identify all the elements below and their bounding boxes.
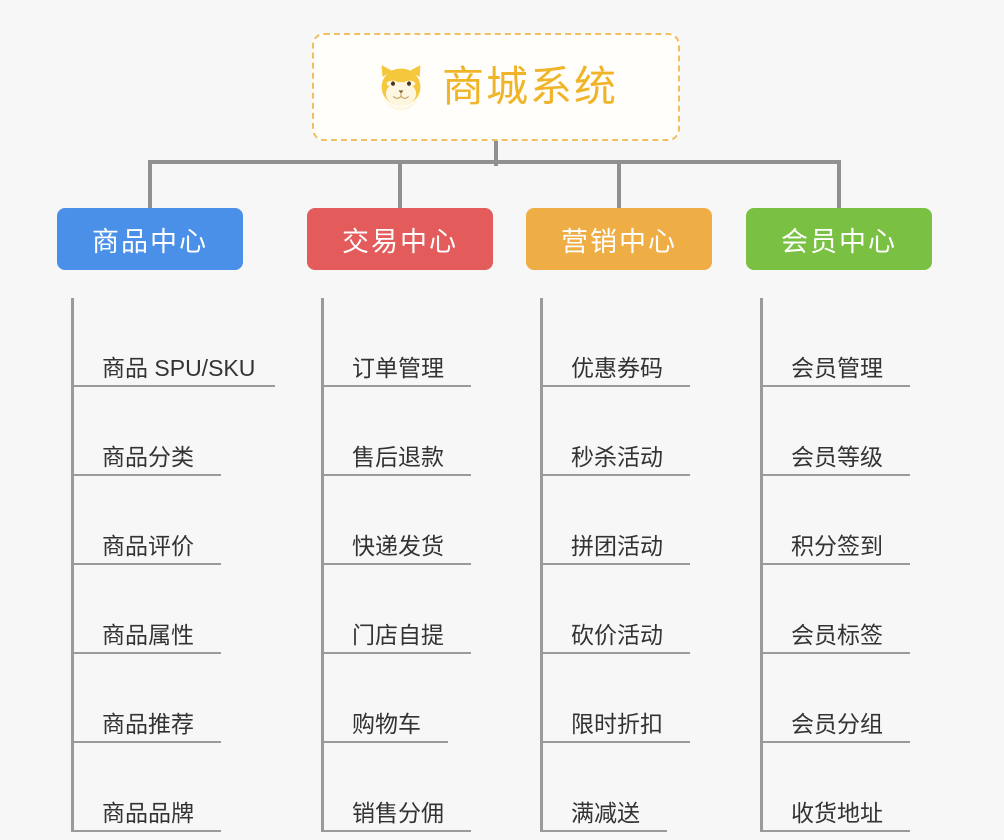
leaf-underline	[760, 563, 910, 565]
leaf-item[interactable]: 会员分组	[746, 654, 932, 743]
leaf-label: 售后退款	[352, 443, 444, 470]
leaf-label: 商品分类	[102, 443, 194, 470]
leaf-label: 订单管理	[352, 354, 444, 381]
leaf-underline	[321, 385, 471, 387]
leaf-label: 购物车	[352, 710, 421, 737]
leaf-label: 积分签到	[791, 532, 883, 559]
leaf-item[interactable]: 商品推荐	[57, 654, 243, 743]
leaf-label: 门店自提	[352, 621, 444, 648]
leaf-label: 快递发货	[352, 532, 444, 559]
category-column-2: 交易中心 订单管理 售后退款 快递发货 门店自提 购物车	[307, 208, 493, 832]
category-header-3[interactable]: 营销中心	[526, 208, 712, 270]
leaf-underline	[321, 741, 448, 743]
leaf-item[interactable]: 订单管理	[307, 298, 493, 387]
leaf-label: 会员等级	[791, 443, 883, 470]
leaf-list-4: 会员管理 会员等级 积分签到 会员标签 会员分组 收货地址	[746, 298, 932, 832]
category-column-1: 商品中心 商品 SPU/SKU 商品分类 商品评价 商品属性 商品推荐	[57, 208, 275, 832]
leaf-underline	[540, 474, 690, 476]
category-header-2[interactable]: 交易中心	[307, 208, 493, 270]
leaf-underline	[71, 385, 275, 387]
leaf-label: 砍价活动	[571, 621, 663, 648]
leaf-item[interactable]: 满减送	[526, 743, 712, 832]
leaf-underline	[540, 830, 667, 832]
leaf-item[interactable]: 会员标签	[746, 565, 932, 654]
leaf-label: 优惠券码	[571, 354, 663, 381]
leaf-item[interactable]: 商品分类	[57, 387, 243, 476]
leaf-underline	[71, 652, 221, 654]
leaf-underline	[540, 385, 690, 387]
leaf-underline	[760, 830, 910, 832]
root-node[interactable]: 商城系统	[312, 33, 680, 141]
leaf-label: 会员标签	[791, 621, 883, 648]
connector-horizontal-bar	[148, 160, 841, 164]
leaf-underline	[760, 385, 910, 387]
leaf-item[interactable]: 积分签到	[746, 476, 932, 565]
leaf-label: 商品 SPU/SKU	[102, 354, 256, 381]
leaf-label: 限时折扣	[571, 710, 663, 737]
leaf-label: 拼团活动	[571, 532, 663, 559]
leaf-underline	[760, 474, 910, 476]
leaf-item[interactable]: 商品属性	[57, 565, 243, 654]
leaf-item[interactable]: 收货地址	[746, 743, 932, 832]
shiba-dog-face-icon	[381, 65, 421, 111]
leaf-underline	[321, 474, 471, 476]
leaf-underline	[760, 741, 910, 743]
leaf-label: 收货地址	[791, 799, 883, 826]
leaf-underline	[71, 830, 221, 832]
leaf-label: 商品品牌	[102, 799, 194, 826]
leaf-underline	[71, 563, 221, 565]
leaf-label: 商品评价	[102, 532, 194, 559]
leaf-underline	[71, 474, 221, 476]
leaf-item[interactable]: 商品品牌	[57, 743, 243, 832]
leaf-underline	[321, 563, 471, 565]
leaf-label: 商品属性	[102, 621, 194, 648]
leaf-item[interactable]: 购物车	[307, 654, 493, 743]
leaf-label: 满减送	[571, 799, 640, 826]
connector-branch-4	[837, 160, 841, 210]
leaf-underline	[321, 830, 471, 832]
leaf-item[interactable]: 会员管理	[746, 298, 932, 387]
leaf-item[interactable]: 门店自提	[307, 565, 493, 654]
leaf-list-2: 订单管理 售后退款 快递发货 门店自提 购物车 销售分佣	[307, 298, 493, 832]
leaf-label: 商品推荐	[102, 710, 194, 737]
leaf-item[interactable]: 快递发货	[307, 476, 493, 565]
leaf-underline	[540, 741, 690, 743]
leaf-underline	[540, 563, 690, 565]
leaf-item[interactable]: 商品评价	[57, 476, 243, 565]
leaf-label: 秒杀活动	[571, 443, 663, 470]
leaf-list-1: 商品 SPU/SKU 商品分类 商品评价 商品属性 商品推荐 商品品牌	[57, 298, 275, 832]
category-column-4: 会员中心 会员管理 会员等级 积分签到 会员标签 会员分组	[746, 208, 932, 832]
connector-branch-2	[398, 160, 402, 210]
root-title: 商城系统	[441, 63, 618, 110]
leaf-list-3: 优惠券码 秒杀活动 拼团活动 砍价活动 限时折扣 满减送	[526, 298, 712, 832]
leaf-item[interactable]: 砍价活动	[526, 565, 712, 654]
leaf-item[interactable]: 会员等级	[746, 387, 932, 476]
leaf-label: 会员管理	[791, 354, 883, 381]
category-header-1[interactable]: 商品中心	[57, 208, 243, 270]
category-header-4[interactable]: 会员中心	[746, 208, 932, 270]
leaf-underline	[321, 652, 471, 654]
leaf-label: 销售分佣	[352, 799, 444, 826]
connector-branch-1	[148, 160, 152, 210]
leaf-item[interactable]: 销售分佣	[307, 743, 493, 832]
leaf-item[interactable]: 商品 SPU/SKU	[57, 298, 275, 387]
leaf-item[interactable]: 秒杀活动	[526, 387, 712, 476]
leaf-item[interactable]: 限时折扣	[526, 654, 712, 743]
category-column-3: 营销中心 优惠券码 秒杀活动 拼团活动 砍价活动 限时折扣	[526, 208, 712, 832]
leaf-item[interactable]: 拼团活动	[526, 476, 712, 565]
leaf-item[interactable]: 售后退款	[307, 387, 493, 476]
leaf-item[interactable]: 优惠券码	[526, 298, 712, 387]
connector-root-stem	[494, 141, 498, 166]
leaf-underline	[71, 741, 221, 743]
connector-branch-3	[617, 160, 621, 210]
leaf-underline	[760, 652, 910, 654]
leaf-underline	[540, 652, 690, 654]
leaf-label: 会员分组	[791, 710, 883, 737]
